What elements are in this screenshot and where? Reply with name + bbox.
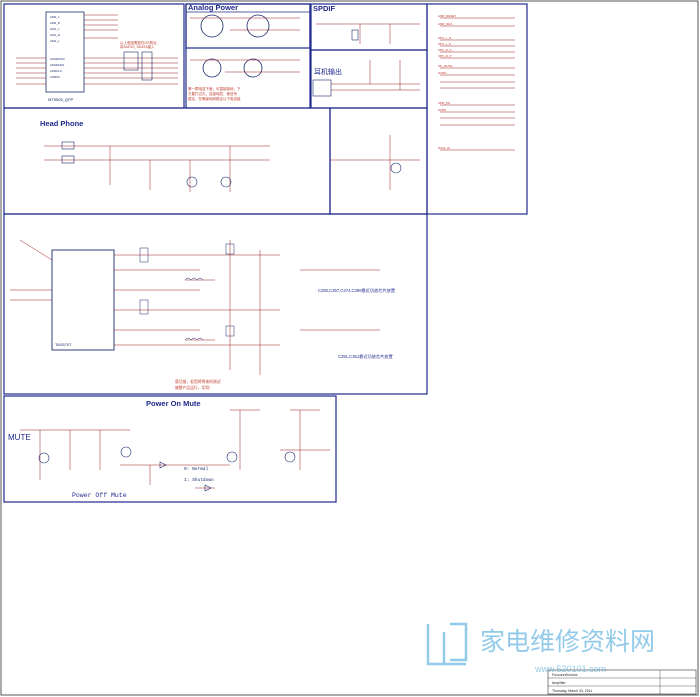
svg-text:被替产品运行，切切!: 被替产品运行，切切! xyxy=(175,385,210,390)
svg-text:SPK_R_P: SPK_R_P xyxy=(438,54,452,58)
svg-text:AOMCLK: AOMCLK xyxy=(50,69,62,73)
svg-text:AIN0_R: AIN0_R xyxy=(50,21,60,25)
svg-text:AMP_PD: AMP_PD xyxy=(438,101,451,105)
headphone-block: Head Phone xyxy=(3,107,428,215)
svg-text:SPK_R_N: SPK_R_N xyxy=(438,48,452,52)
amplifier-block: TAS5707 C250,C257,C374,C398靠近功放芯片放置 C251… xyxy=(3,213,428,395)
svg-text:稳定，在确保地网稳定以下电容接: 稳定，在确保地网稳定以下电容接 xyxy=(188,96,241,101)
svg-text:AOSDATA0: AOSDATA0 xyxy=(50,57,65,61)
cap-note-1: C250,C257,C374,C398靠近功放芯片放置 xyxy=(318,287,395,294)
svg-text:AMP_SDA: AMP_SDA xyxy=(438,22,452,26)
analog-power-block: Analog Power 第一颗电容下面，可直接接地，下 方要打过孔，连接地层，… xyxy=(185,3,311,109)
title-company: Foxconn/Innolux xyxy=(552,673,578,677)
svg-text:AVDD: AVDD xyxy=(438,108,447,112)
svg-text:AIN1_L: AIN1_L xyxy=(50,27,60,31)
earphone-out-block: 耳机输出 xyxy=(310,49,428,109)
earphone-out-frame xyxy=(310,49,428,109)
amp-ic xyxy=(51,249,115,351)
svg-text:方要打过孔，连接地层，使信号: 方要打过孔，连接地层，使信号 xyxy=(188,91,237,96)
mute-frame xyxy=(3,395,337,503)
cap-note-2: C251,C351靠近功放芯片放置 xyxy=(338,353,393,360)
mute-block: Power On Mute MUTE Power Off Mute 0: Nor… xyxy=(3,395,337,503)
svg-text:第一颗电容下面，可直接接地，下: 第一颗电容下面，可直接接地，下 xyxy=(188,86,241,91)
svg-text:AOSDATA1: AOSDATA1 xyxy=(50,63,65,67)
amp-ic-label: TAS5707 xyxy=(55,342,72,347)
power-off-mute-title: Power Off Mute xyxy=(72,492,127,499)
svg-text:SPK_L_N: SPK_L_N xyxy=(438,36,451,40)
svg-text:SPK_L_P: SPK_L_P xyxy=(438,42,451,46)
book-logo-icon xyxy=(426,622,468,666)
amplifier-frame xyxy=(3,213,428,395)
decoder-frame xyxy=(3,3,185,109)
watermark-text: 家电维修资料网 xyxy=(480,628,655,656)
watermark-url: www.520101.com xyxy=(534,664,606,674)
decoder-ic xyxy=(45,11,85,93)
headphone-title: Head Phone xyxy=(40,119,83,128)
earphone-out-title: 耳机输出 xyxy=(314,67,342,76)
watermark: 家电维修资料网 www.520101.com xyxy=(426,622,655,674)
analog-power-title: Analog Power xyxy=(188,3,238,12)
svg-text:靠功放，若您将将来的测试: 靠功放，若您将将来的测试 xyxy=(175,379,221,384)
title-date: Thursday, March 03, 2011 xyxy=(552,689,592,693)
decoder-ic-label: MT5505_QFP xyxy=(48,97,73,102)
spdif-title: SPDIF xyxy=(313,4,336,13)
svg-text:AIN2_L: AIN2_L xyxy=(50,39,60,43)
svg-text:AOBCK: AOBCK xyxy=(50,75,60,79)
svg-text:DATA_IN: DATA_IN xyxy=(438,146,450,150)
svg-text:HVDD: HVDD xyxy=(438,71,447,75)
title-block: Foxconn/Innolux Amplifier Thursday, Marc… xyxy=(547,669,697,695)
svg-text:将AUDIO_SDATA接入: 将AUDIO_SDATA接入 xyxy=(120,44,155,49)
title-name: Amplifier xyxy=(552,681,566,685)
normal-label: 0: Normal xyxy=(184,466,209,472)
shutdown-label: 1: Shutdown xyxy=(184,477,214,483)
mute-title: MUTE xyxy=(8,433,31,442)
connector-list-block: AMP_RESET AMP_SDA SPK_L_N SPK_L_P SPK_R_N S… xyxy=(426,3,528,215)
svg-text:AMP_RESET: AMP_RESET xyxy=(438,14,456,18)
svg-text:AIN1_R: AIN1_R xyxy=(50,33,60,37)
power-on-mute-title: Power On Mute xyxy=(146,399,201,408)
svg-text:以上电阻需放在I2S附近: 以上电阻需放在I2S附近 xyxy=(120,40,157,45)
svg-text:AIN0_L: AIN0_L xyxy=(50,15,60,19)
decoder-block: MT5505_QFP 以上电阻需放在I2S附近 将AUDIO_SDATA接入 A… xyxy=(3,3,185,109)
spdif-block: SPDIF xyxy=(310,3,428,51)
svg-text:HP_MUTE: HP_MUTE xyxy=(438,64,452,68)
